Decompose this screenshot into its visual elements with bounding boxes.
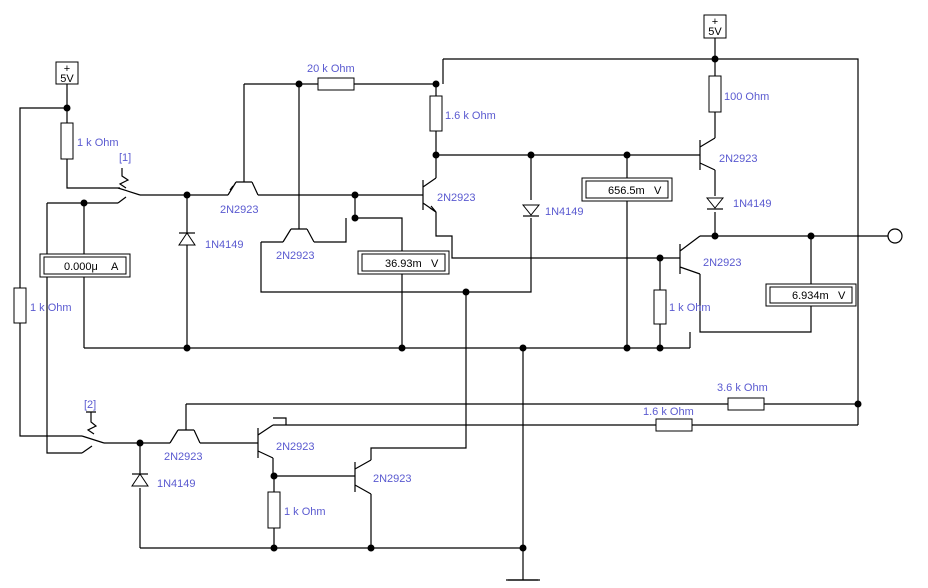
diode-top-right[interactable]: 1N4149 xyxy=(705,197,772,210)
voltmeter-unit: V xyxy=(654,185,662,197)
resistor-20k[interactable]: 20 k Ohm xyxy=(307,63,355,91)
ammeter-reading: 0.000μ xyxy=(64,261,98,273)
resistor-label: 1 k Ohm xyxy=(669,302,711,314)
power-plus-symbol: + xyxy=(712,16,718,28)
voltmeter-reading: 656.5m xyxy=(608,185,645,197)
resistor-label: 1.6 k Ohm xyxy=(445,110,496,122)
resistor-1k-bottom[interactable]: 1 k Ohm xyxy=(267,491,326,529)
transistor-q5[interactable]: 2N2923 xyxy=(679,235,742,275)
resistor-label: 3.6 k Ohm xyxy=(717,382,768,394)
voltmeter-unit: V xyxy=(838,290,846,302)
transistor-label: 2N2923 xyxy=(373,473,412,485)
resistor-label: 1 k Ohm xyxy=(30,302,72,314)
voltmeter-1[interactable]: 36.93m V xyxy=(357,250,450,275)
transistor-label: 2N2923 xyxy=(276,441,315,453)
resistor-label: 1.6 k Ohm xyxy=(643,406,694,418)
power-plus-symbol: + xyxy=(64,63,70,75)
resistor-r-in-top[interactable]: 1 k Ohm xyxy=(60,122,119,160)
voltmeter-unit: V xyxy=(431,258,439,270)
switch-label: [1] xyxy=(119,152,131,164)
voltmeter-reading: 6.934m xyxy=(792,290,829,302)
ammeter-unit: A xyxy=(111,261,119,273)
wires xyxy=(19,38,888,581)
junctions xyxy=(63,55,862,552)
resistor-label: 100 Ohm xyxy=(724,91,769,103)
transistor-label: 2N2923 xyxy=(164,451,203,463)
power-supply-label: 5V xyxy=(708,26,722,38)
ammeter[interactable]: 0.000μ A xyxy=(39,253,131,278)
transistor-q7[interactable]: 2N2923 xyxy=(257,424,315,459)
transistor-q6[interactable]: 2N2923 xyxy=(164,428,203,463)
transistor-label: 2N2923 xyxy=(437,192,476,204)
resistor-3k6[interactable]: 3.6 k Ohm xyxy=(717,382,768,411)
resistor-label: 1 k Ohm xyxy=(284,506,326,518)
transistor-q4[interactable]: 2N2923 xyxy=(699,137,758,171)
diode-label: 1N4149 xyxy=(205,239,244,251)
diode-bottom[interactable]: 1N4149 xyxy=(131,473,196,490)
diode-label: 1N4149 xyxy=(733,198,772,210)
resistor-label: 20 k Ohm xyxy=(307,63,355,75)
voltmeter-3[interactable]: 6.934m V xyxy=(765,283,857,307)
resistor-1k6-bottom[interactable]: 1.6 k Ohm xyxy=(643,406,694,432)
resistor-1k6-top[interactable]: 1.6 k Ohm xyxy=(429,95,496,132)
power-supply-left[interactable]: + 5V xyxy=(55,61,79,85)
transistor-q3[interactable]: 2N2923 xyxy=(422,177,476,213)
power-supply-right[interactable]: + 5V xyxy=(703,14,727,39)
diode-label: 1N4149 xyxy=(157,478,196,490)
voltmeter-reading: 36.93m xyxy=(385,258,422,270)
switch-1[interactable]: [1] xyxy=(117,152,141,204)
power-supply-label: 5V xyxy=(60,73,74,85)
diode-label: 1N4149 xyxy=(545,206,584,218)
switch-2[interactable]: [2] xyxy=(81,399,105,454)
transistor-label: 2N2923 xyxy=(220,204,259,216)
output-terminal[interactable] xyxy=(887,228,903,244)
voltmeter-2[interactable]: 656.5m V xyxy=(581,177,673,202)
resistor-out-1k[interactable]: 1 k Ohm xyxy=(653,289,711,325)
resistor-left[interactable]: 1 k Ohm xyxy=(13,287,72,324)
transistor-label: 2N2923 xyxy=(719,153,758,165)
transistor-q8[interactable]: 2N2923 xyxy=(354,459,412,495)
transistor-q1[interactable]: 2N2923 xyxy=(220,180,259,216)
transistor-q2[interactable]: 2N2923 xyxy=(261,226,315,262)
resistor-label: 1 k Ohm xyxy=(77,137,119,149)
diode-left[interactable]: 1N4149 xyxy=(178,232,244,251)
diode-mid[interactable]: 1N4149 xyxy=(521,204,584,218)
resistor-100[interactable]: 100 Ohm xyxy=(708,75,769,113)
switch-label: [2] xyxy=(84,399,96,411)
transistor-label: 2N2923 xyxy=(703,257,742,269)
transistor-label: 2N2923 xyxy=(276,250,315,262)
